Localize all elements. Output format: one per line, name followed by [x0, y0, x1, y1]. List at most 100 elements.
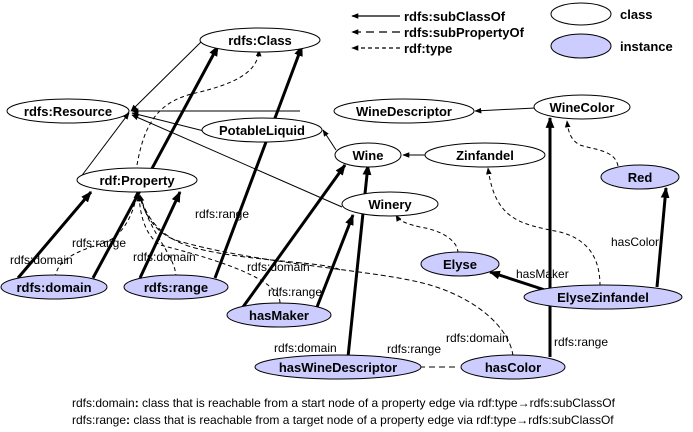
footer-text: class that is reachable from a target no… — [130, 413, 614, 427]
node-elyse-zinfandel[interactable]: ElyseZinfandel — [523, 284, 683, 310]
edge-label: hasColor — [611, 235, 659, 249]
node-shape — [424, 142, 546, 168]
node-label: Wine — [353, 148, 384, 163]
node-has-maker[interactable]: hasMaker — [226, 302, 332, 328]
node-rdfs-domain[interactable]: rdfs:domain — [0, 274, 108, 300]
node-shape — [420, 251, 500, 277]
node-shape — [341, 191, 439, 217]
node-label: WineColor — [550, 100, 615, 115]
edge-potableliquid-subclassof-resource — [131, 111, 205, 132]
node-label: hasMaker — [249, 308, 309, 323]
node-has-color[interactable]: hasColor — [460, 354, 566, 380]
node-wine[interactable]: Wine — [334, 142, 402, 168]
node-label: rdfs:Resource — [24, 104, 112, 119]
node-label: rdfs:range — [144, 280, 208, 295]
edge-domain-range-class — [91, 45, 220, 279]
node-shape — [334, 142, 402, 168]
edge-label: rdfs:range — [72, 236, 126, 250]
node-label: WineDescriptor — [356, 104, 452, 119]
edge-label: rdfs:domain — [133, 250, 196, 264]
node-label: ElyseZinfandel — [557, 290, 649, 305]
node-label: Red — [628, 170, 653, 185]
node-shape — [201, 117, 323, 143]
node-potable-liquid[interactable]: PotableLiquid — [201, 117, 323, 143]
node-shape — [76, 167, 198, 193]
edge-elyse-type-winery — [395, 214, 459, 254]
nodes: rdfs:Class rdfs:Resource rdf:Property Po… — [0, 27, 683, 380]
node-wine-color[interactable]: WineColor — [533, 94, 631, 120]
edge-range-type-property — [138, 194, 177, 279]
node-elyse[interactable]: Elyse — [420, 251, 500, 277]
node-rdf-property[interactable]: rdf:Property — [76, 167, 198, 193]
node-label: PotableLiquid — [219, 123, 305, 138]
edge-property-subclassof-resource — [79, 112, 130, 179]
node-label: Elyse — [443, 257, 477, 272]
edge-property-type-class — [136, 49, 262, 166]
legend-class-swatch — [550, 2, 612, 26]
footer-separator: : — [134, 396, 139, 410]
node-label: hasColor — [485, 360, 541, 375]
node-label: Winery — [368, 197, 412, 212]
node-rdfs-class[interactable]: rdfs:Class — [199, 27, 321, 53]
footer-domain-definition: rdfs:domain: class that is reachable fro… — [72, 396, 615, 410]
node-label: rdfs:Class — [228, 33, 292, 48]
edge-range-domain-property — [138, 191, 182, 279]
node-label: rdfs:domain — [16, 280, 91, 295]
legend-subproperty-label: rdfs:subPropertyOf — [404, 25, 525, 40]
node-label: Zinfandel — [456, 148, 514, 163]
node-shape — [123, 274, 229, 300]
property-edges — [16, 44, 670, 358]
node-shape — [460, 354, 566, 380]
edge-label: rdfs:range — [554, 335, 608, 349]
node-winery[interactable]: Winery — [341, 191, 439, 217]
edge-winecolor-subclassof-winedescriptor — [474, 107, 536, 114]
edge-red-type-winecolor — [564, 120, 619, 167]
edge-domain-domain-property — [16, 191, 93, 279]
footer-term: rdfs:domain — [72, 396, 135, 410]
node-rdfs-range[interactable]: rdfs:range — [123, 274, 229, 300]
node-shape — [199, 27, 321, 53]
node-rdfs-resource[interactable]: rdfs:Resource — [6, 98, 130, 124]
node-shape — [0, 274, 108, 300]
node-shape — [6, 98, 130, 124]
node-shape — [600, 164, 680, 190]
node-label: hasWineDescriptor — [279, 360, 397, 375]
legend-instance-swatch — [550, 33, 612, 59]
edge-elysezinfandel-hasmaker-elyse — [488, 270, 546, 292]
edge-label: hasMaker — [516, 267, 569, 281]
edge-domain-type-property — [54, 191, 140, 279]
type-edges — [54, 49, 619, 304]
edge-range-range-class — [213, 44, 304, 279]
edge-label: rdfs:range — [268, 285, 322, 299]
edge-label: rdfs:domain — [247, 260, 310, 274]
node-shape — [523, 284, 683, 310]
node-red[interactable]: Red — [600, 164, 680, 190]
legend-instance-label: instance — [620, 39, 673, 54]
edge-label: rdfs:range — [195, 207, 249, 221]
edge-label: rdfs:domain — [274, 341, 337, 355]
edge-elysezinfandel-type-zinfandel — [486, 167, 601, 287]
legend-subclass-label: rdfs:subClassOf — [404, 9, 506, 24]
legend-class-label: class — [620, 7, 653, 22]
edge-hasmaker-type-property — [136, 194, 281, 304]
footer-separator: : — [126, 413, 131, 427]
edge-elysezinfandel-hascolor-red — [655, 186, 670, 288]
edge-labels: rdfs:domain rdfs:range rdfs:domain rdfs:… — [10, 207, 659, 356]
edge-winery-subclassof-resource — [131, 114, 343, 208]
node-has-wine-descriptor[interactable]: hasWineDescriptor — [254, 354, 422, 380]
edge-hasmaker-range-winery — [315, 213, 355, 308]
footer-range-definition: rdfs:range: class that is reachable from… — [72, 413, 614, 427]
footer-text: class that is reachable from a start nod… — [138, 396, 615, 410]
legend: rdfs:subClassOf rdfs:subPropertyOf rdf:t… — [351, 2, 673, 59]
edge-label: rdfs:domain — [446, 331, 509, 345]
edge-winery-domain-curve — [140, 197, 341, 271]
edge-label: rdfs:domain — [10, 253, 73, 267]
node-zinfandel[interactable]: Zinfandel — [424, 142, 546, 168]
node-shape — [254, 354, 422, 380]
edge-wine-subclassof-potableliquid — [322, 129, 337, 151]
edge-class-subclassof-resource — [130, 41, 202, 112]
node-wine-descriptor[interactable]: WineDescriptor — [333, 98, 475, 124]
node-label: rdf:Property — [99, 173, 175, 188]
edge-hascolor-domain-curve — [139, 196, 514, 357]
legend-type-label: rdf:type — [404, 41, 452, 56]
